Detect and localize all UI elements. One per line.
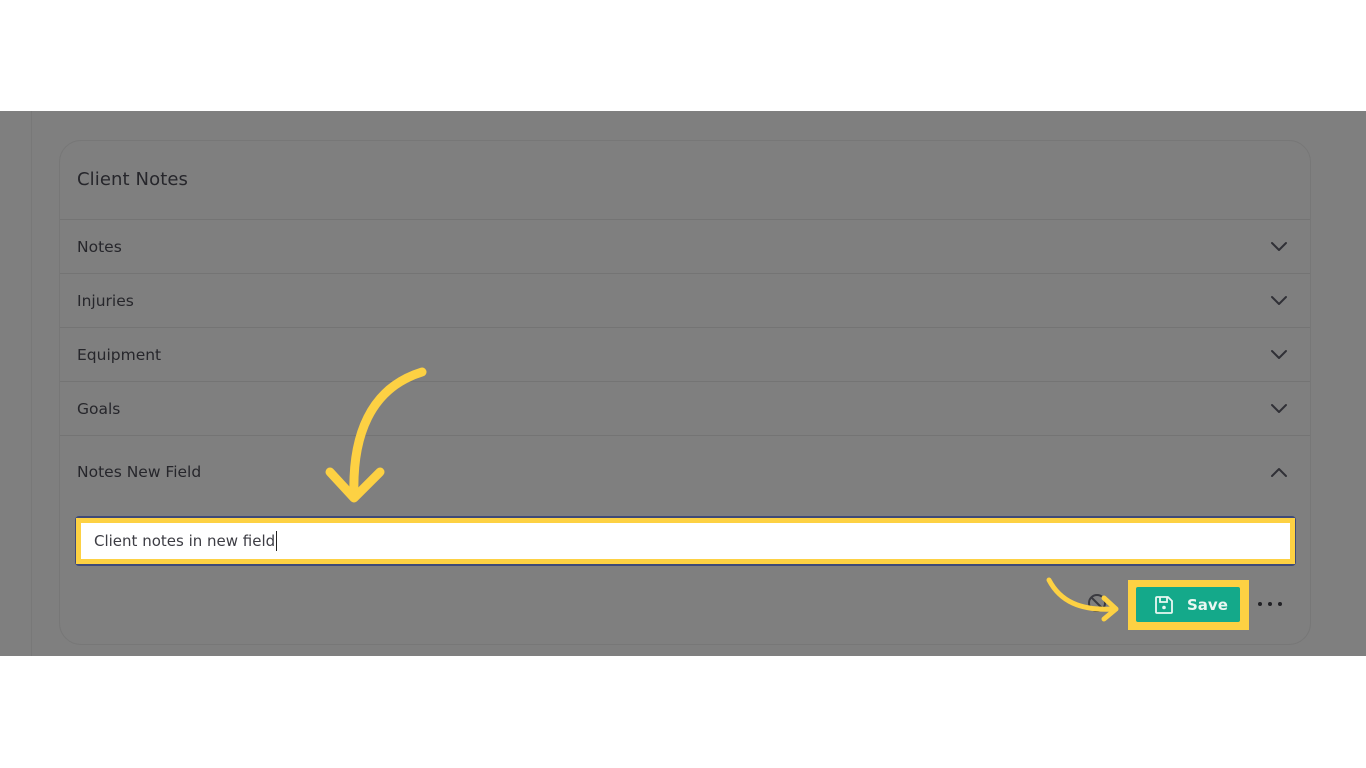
accordion-item-equipment[interactable]: Equipment [60, 328, 1310, 382]
divider [60, 219, 1310, 220]
accordion-label: Injuries [77, 291, 134, 310]
notes-new-field-input-wrapper[interactable] [76, 518, 1295, 564]
client-notes-card: Client Notes Notes Injuries Equipment [59, 140, 1311, 645]
text-caret [276, 531, 277, 551]
accordion-label: Equipment [77, 345, 162, 364]
left-side-panel [0, 111, 32, 656]
cancel-circle-icon[interactable] [1086, 592, 1108, 614]
notes-new-field-input[interactable] [86, 523, 1285, 559]
chevron-up-icon[interactable] [1270, 463, 1288, 481]
floppy-disk-icon [1153, 594, 1175, 616]
chevron-down-icon[interactable] [1270, 400, 1288, 418]
dimmed-page: Client Notes Notes Injuries Equipment [0, 111, 1366, 656]
accordion-label: Goals [77, 399, 121, 418]
accordion-label: Notes [77, 237, 122, 256]
chevron-down-icon[interactable] [1270, 292, 1288, 310]
more-horizontal-icon[interactable] [1258, 596, 1282, 612]
save-button[interactable]: Save [1136, 587, 1240, 622]
accordion-item-notes[interactable]: Notes [60, 220, 1310, 274]
save-label: Save [1187, 595, 1228, 614]
accordion-item-goals[interactable]: Goals [60, 382, 1310, 436]
chevron-down-icon[interactable] [1270, 238, 1288, 256]
accordion-item-notes-new-field[interactable]: Notes New Field [60, 436, 1310, 516]
accordion-label: Notes New Field [77, 463, 202, 481]
chevron-down-icon[interactable] [1270, 346, 1288, 364]
accordion-item-injuries[interactable]: Injuries [60, 274, 1310, 328]
card-title: Client Notes [77, 169, 189, 190]
